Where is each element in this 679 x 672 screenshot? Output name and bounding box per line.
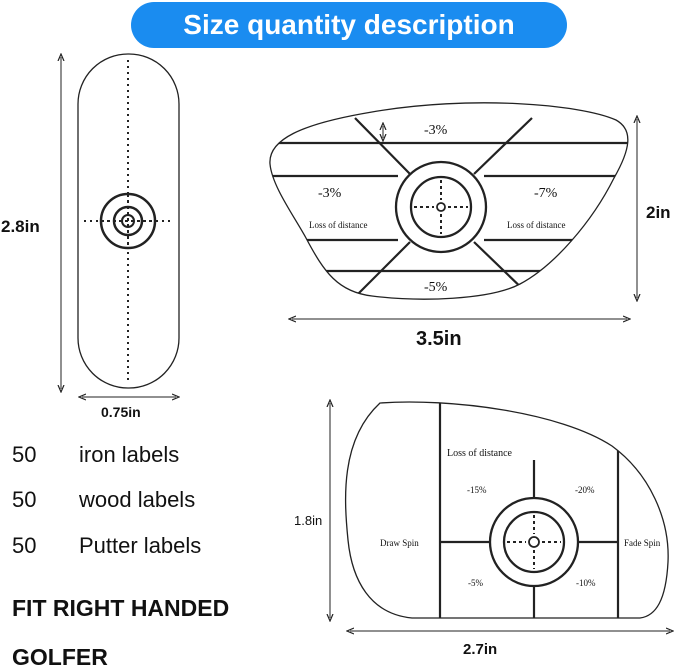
iron-target-center xyxy=(528,536,540,548)
wood-top-value: -3% xyxy=(424,123,448,138)
iron-label-diagram: Loss of distance -15% -20% -5% -10% Draw… xyxy=(294,400,670,658)
wood-right-text: Loss of distance xyxy=(507,220,566,230)
iron-width-label: 2.7in xyxy=(463,641,497,658)
wood-target-center xyxy=(436,202,446,212)
wood-bottom-value: -5% xyxy=(424,280,448,295)
fit-note-line2: GOLFER xyxy=(12,644,108,670)
putter-outline xyxy=(77,53,180,389)
wood-left-value: -3% xyxy=(318,186,342,201)
wood-label-diagram: -3% -3% -7% -5% Loss of distance Loss of… xyxy=(269,102,671,350)
fit-note-line1: FIT RIGHT HANDED xyxy=(12,595,230,621)
wood-width-label: 3.5in xyxy=(416,328,462,350)
iron-outline xyxy=(344,401,669,619)
iron-bl-value: -5% xyxy=(468,578,483,588)
wood-target-middle xyxy=(409,175,473,239)
putter-label-diagram: 2.8in 0.75in xyxy=(1,54,179,420)
wood-right-value: -7% xyxy=(534,186,558,201)
putter-height-label: 2.8in xyxy=(1,217,40,236)
quantity-label: iron labels xyxy=(79,442,180,467)
iron-br-value: -10% xyxy=(576,578,596,588)
quantity-count: 50 xyxy=(12,442,37,467)
iron-tl-value: -15% xyxy=(467,485,487,495)
wood-outline xyxy=(269,102,629,300)
iron-target-middle xyxy=(502,510,566,574)
iron-left-text: Draw Spin xyxy=(380,538,419,548)
quantity-count: 50 xyxy=(12,487,37,512)
iron-height-label: 1.8in xyxy=(294,513,322,528)
wood-target-outer xyxy=(394,160,488,254)
iron-top-text: Loss of distance xyxy=(447,448,513,459)
title-banner: Size quantity description xyxy=(131,2,567,48)
quantity-label: wood labels xyxy=(79,487,196,512)
wood-height-label: 2in xyxy=(646,203,671,222)
iron-tr-value: -20% xyxy=(575,485,595,495)
iron-right-text: Fade Spin xyxy=(624,538,661,548)
wood-left-text: Loss of distance xyxy=(309,220,368,230)
quantity-count: 50 xyxy=(12,533,37,558)
putter-width-label: 0.75in xyxy=(101,404,141,420)
quantity-label: Putter labels xyxy=(79,533,202,558)
